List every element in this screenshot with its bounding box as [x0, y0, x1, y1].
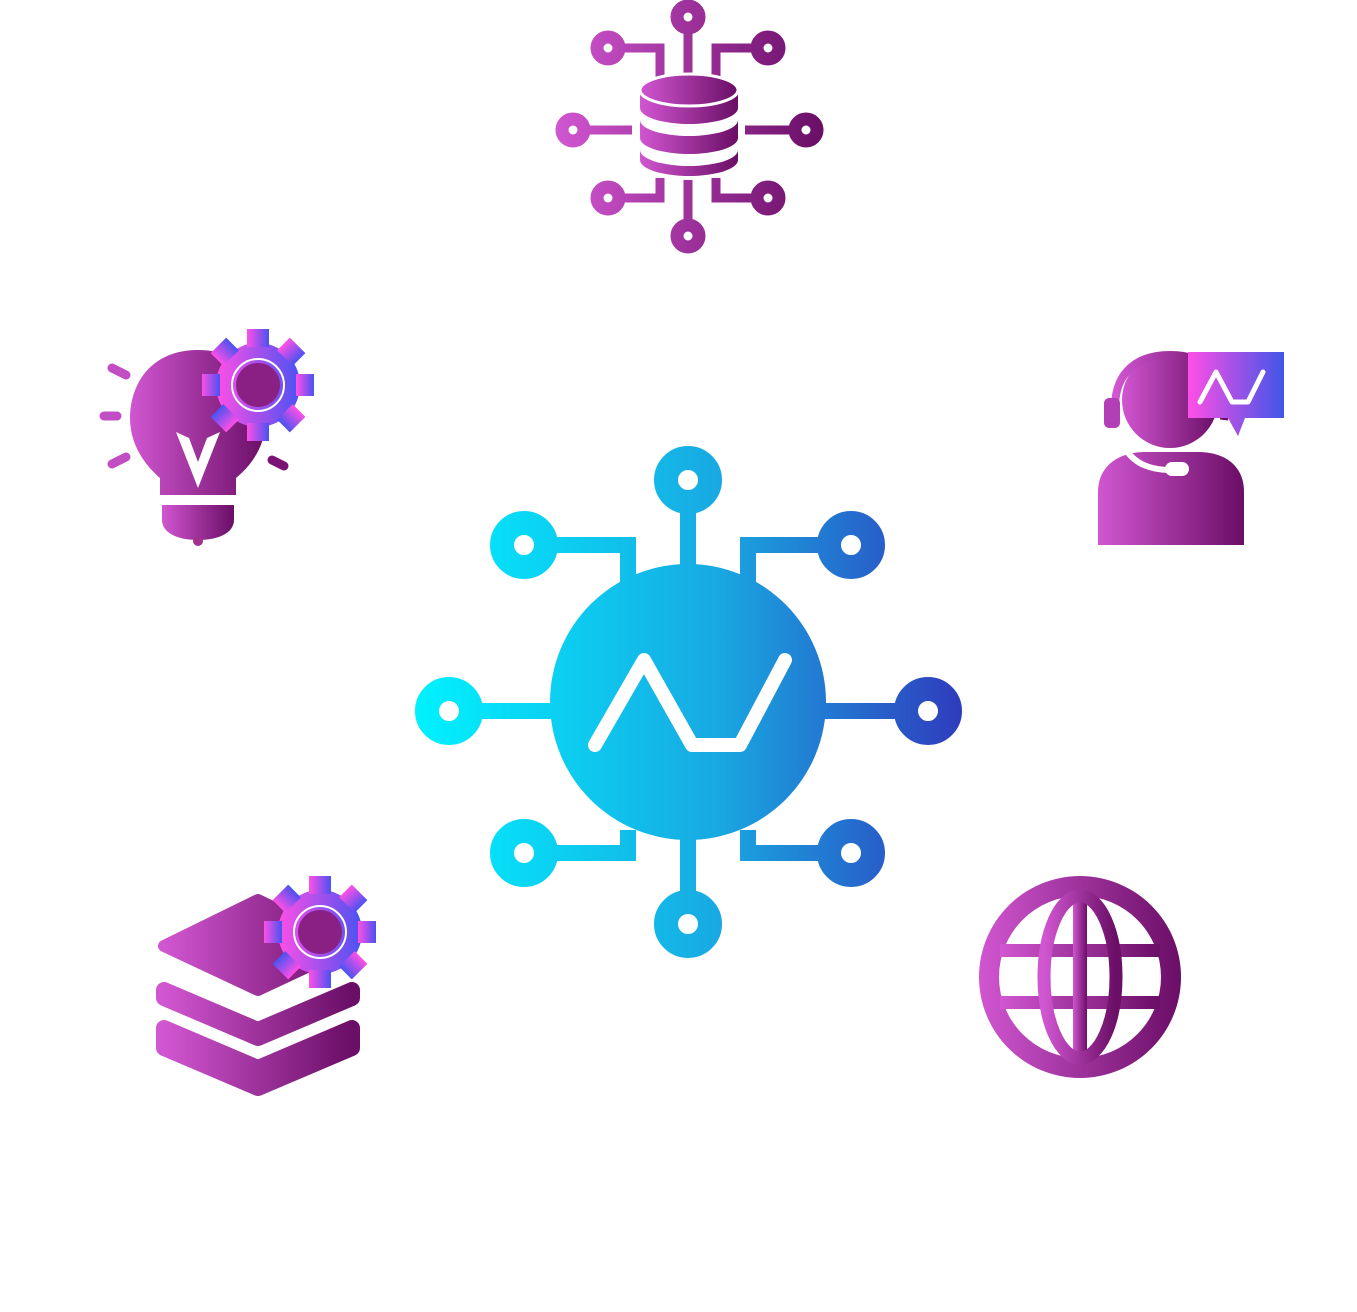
- layers-gear-icon: [156, 876, 376, 1096]
- globe-icon: [979, 876, 1181, 1078]
- av-logo-icon: [588, 653, 792, 752]
- ai-network-hub-icon: [415, 446, 962, 958]
- database-network-icon: [555, 0, 824, 254]
- support-agent-chat-icon: [1098, 350, 1284, 545]
- lightbulb-gear-icon: [99, 329, 314, 546]
